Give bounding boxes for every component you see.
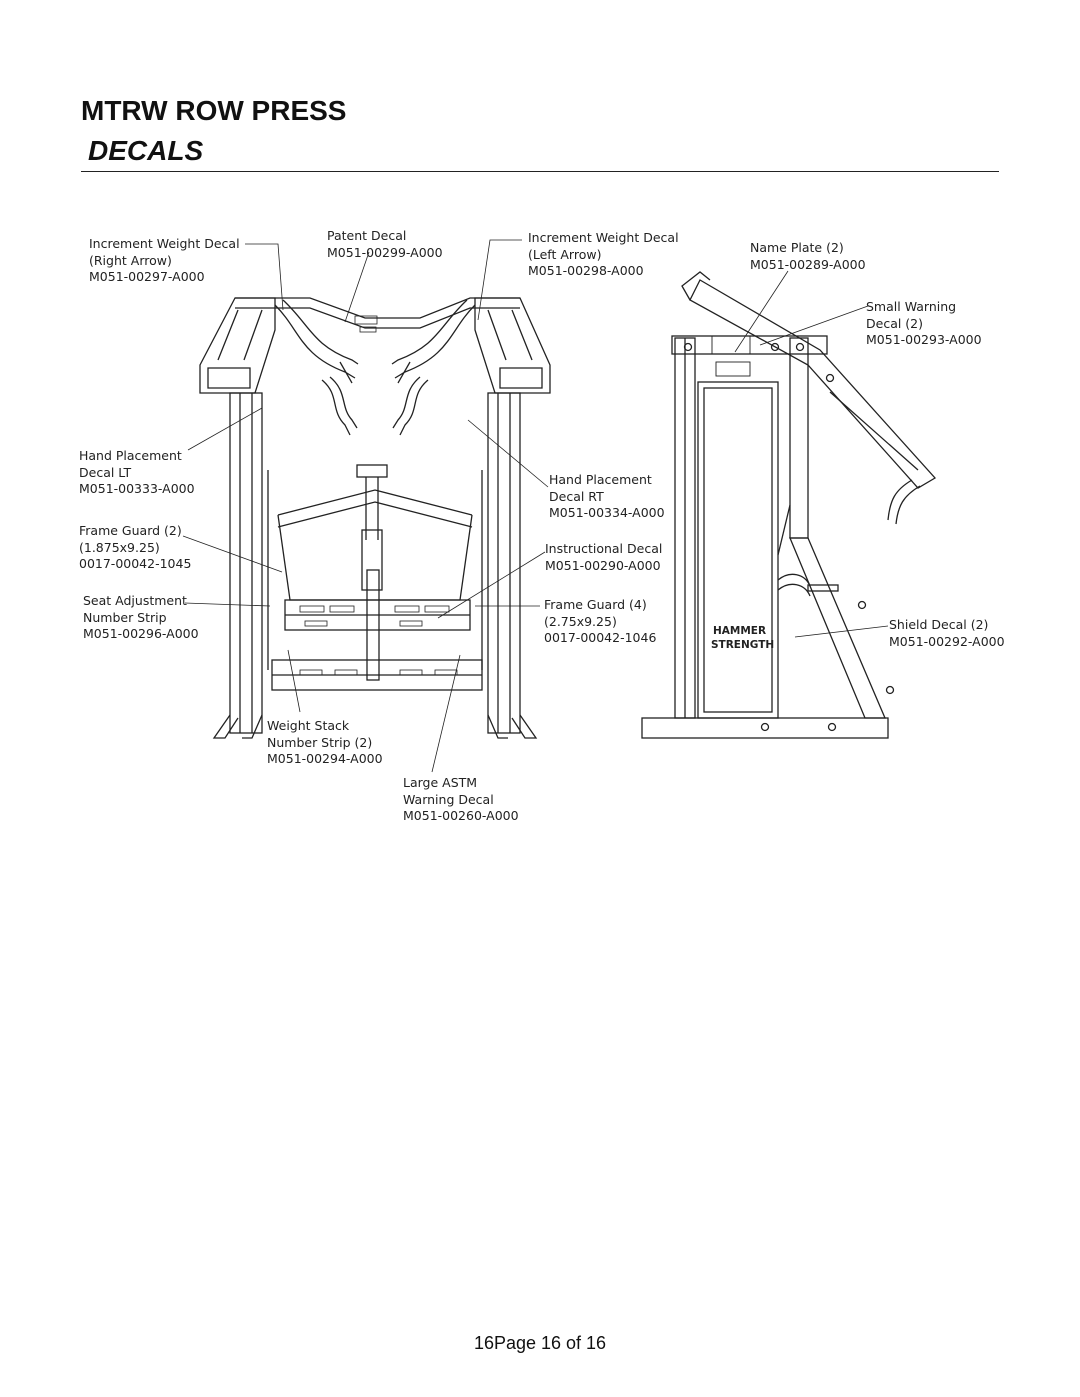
callout-line: M051-00290-A000: [545, 557, 661, 573]
callout-line: M051-00294-A000: [267, 751, 383, 766]
callout-shield: Shield Decal (2) M051-00292-A000: [889, 617, 1005, 650]
callout-weight-stack: Weight Stack Number Strip (2) M051-00294…: [267, 718, 383, 768]
callout-line: M051-00297-A000: [89, 269, 205, 284]
callout-line: M051-00299-A000: [327, 244, 443, 260]
callout-hand-lt: Hand Placement Decal LT M051-00333-A000: [79, 448, 195, 498]
callout-line: 0017-00042-1045: [79, 556, 192, 571]
callout-line: M051-00292-A000: [889, 633, 1005, 649]
shield-decal: [706, 624, 770, 652]
title-divider: [81, 171, 999, 172]
callout-line: M051-00298-A000: [528, 263, 644, 278]
callout-line: Small Warning: [866, 299, 957, 314]
callout-increment-right: Increment Weight Decal (Right Arrow) M05…: [89, 236, 240, 286]
callout-line: (Right Arrow): [89, 252, 172, 268]
shield-decal-text-1: HAMMER: [713, 625, 767, 637]
callout-line: Hand Placement: [79, 448, 182, 463]
callout-line: Weight Stack: [267, 718, 350, 733]
callout-line: Number Strip (2): [267, 734, 373, 750]
callout-line: Decal RT: [549, 488, 604, 504]
callout-line: Decal (2): [866, 315, 924, 331]
callout-hand-rt: Hand Placement Decal RT M051-00334-A000: [549, 472, 665, 522]
callout-line: 0017-00042-1046: [544, 630, 657, 645]
callout-line: M051-00289-A000: [750, 256, 866, 272]
callout-line: Instructional Decal: [545, 541, 663, 556]
callout-line: Shield Decal (2): [889, 617, 989, 632]
callout-frame-guard-2: Frame Guard (2) (1.875x9.25) 0017-00042-…: [79, 523, 191, 573]
callout-seat-adjust: Seat Adjustment Number Strip M051-00296-…: [83, 593, 199, 643]
callout-line: Increment Weight Decal: [89, 236, 240, 251]
callout-line: Number Strip: [83, 609, 167, 625]
callout-line: M051-00293-A000: [866, 332, 982, 347]
callout-line: Name Plate (2): [750, 240, 844, 255]
callout-frame-guard-4: Frame Guard (4) (2.75x9.25) 0017-00042-1…: [544, 597, 656, 647]
callout-small-warning: Small Warning Decal (2) M051-00293-A000: [866, 299, 982, 349]
callout-line: M051-00333-A000: [79, 481, 195, 496]
page-footer: 16Page 16 of 16: [473, 1333, 607, 1353]
callout-astm: Large ASTM Warning Decal M051-00260-A000: [403, 775, 519, 825]
callout-line: (2.75x9.25): [544, 613, 617, 629]
callout-line: Large ASTM: [403, 775, 478, 790]
shield-decal-text-2: STRENGTH: [711, 639, 775, 651]
callout-line: Frame Guard (4): [544, 597, 647, 612]
callout-line: M051-00260-A000: [403, 808, 519, 823]
callout-instructional: Instructional Decal M051-00290-A000: [545, 541, 662, 574]
callout-line: M051-00334-A000: [549, 505, 665, 520]
callout-line: Warning Decal: [403, 791, 494, 807]
callout-line: (1.875x9.25): [79, 539, 160, 555]
callout-line: Hand Placement: [549, 472, 652, 487]
page-title: MTRW ROW PRESS: [81, 95, 347, 126]
leader-lines: [182, 239, 889, 773]
callout-patent: Patent Decal M051-00299-A000: [327, 228, 443, 261]
callout-line: Frame Guard (2): [79, 523, 182, 538]
callout-name-plate: Name Plate (2) M051-00289-A000: [750, 240, 866, 273]
callout-increment-left: Increment Weight Decal (Left Arrow) M051…: [528, 230, 679, 280]
callout-line: M051-00296-A000: [83, 626, 199, 641]
side-view: [641, 271, 937, 739]
page-subtitle: DECALS: [88, 135, 204, 166]
front-view: [199, 297, 551, 739]
callout-line: Seat Adjustment: [83, 593, 187, 608]
callout-line: (Left Arrow): [528, 246, 602, 262]
callout-line: Patent Decal: [327, 228, 407, 243]
callout-line: Decal LT: [79, 464, 132, 480]
callout-line: Increment Weight Decal: [528, 230, 679, 245]
